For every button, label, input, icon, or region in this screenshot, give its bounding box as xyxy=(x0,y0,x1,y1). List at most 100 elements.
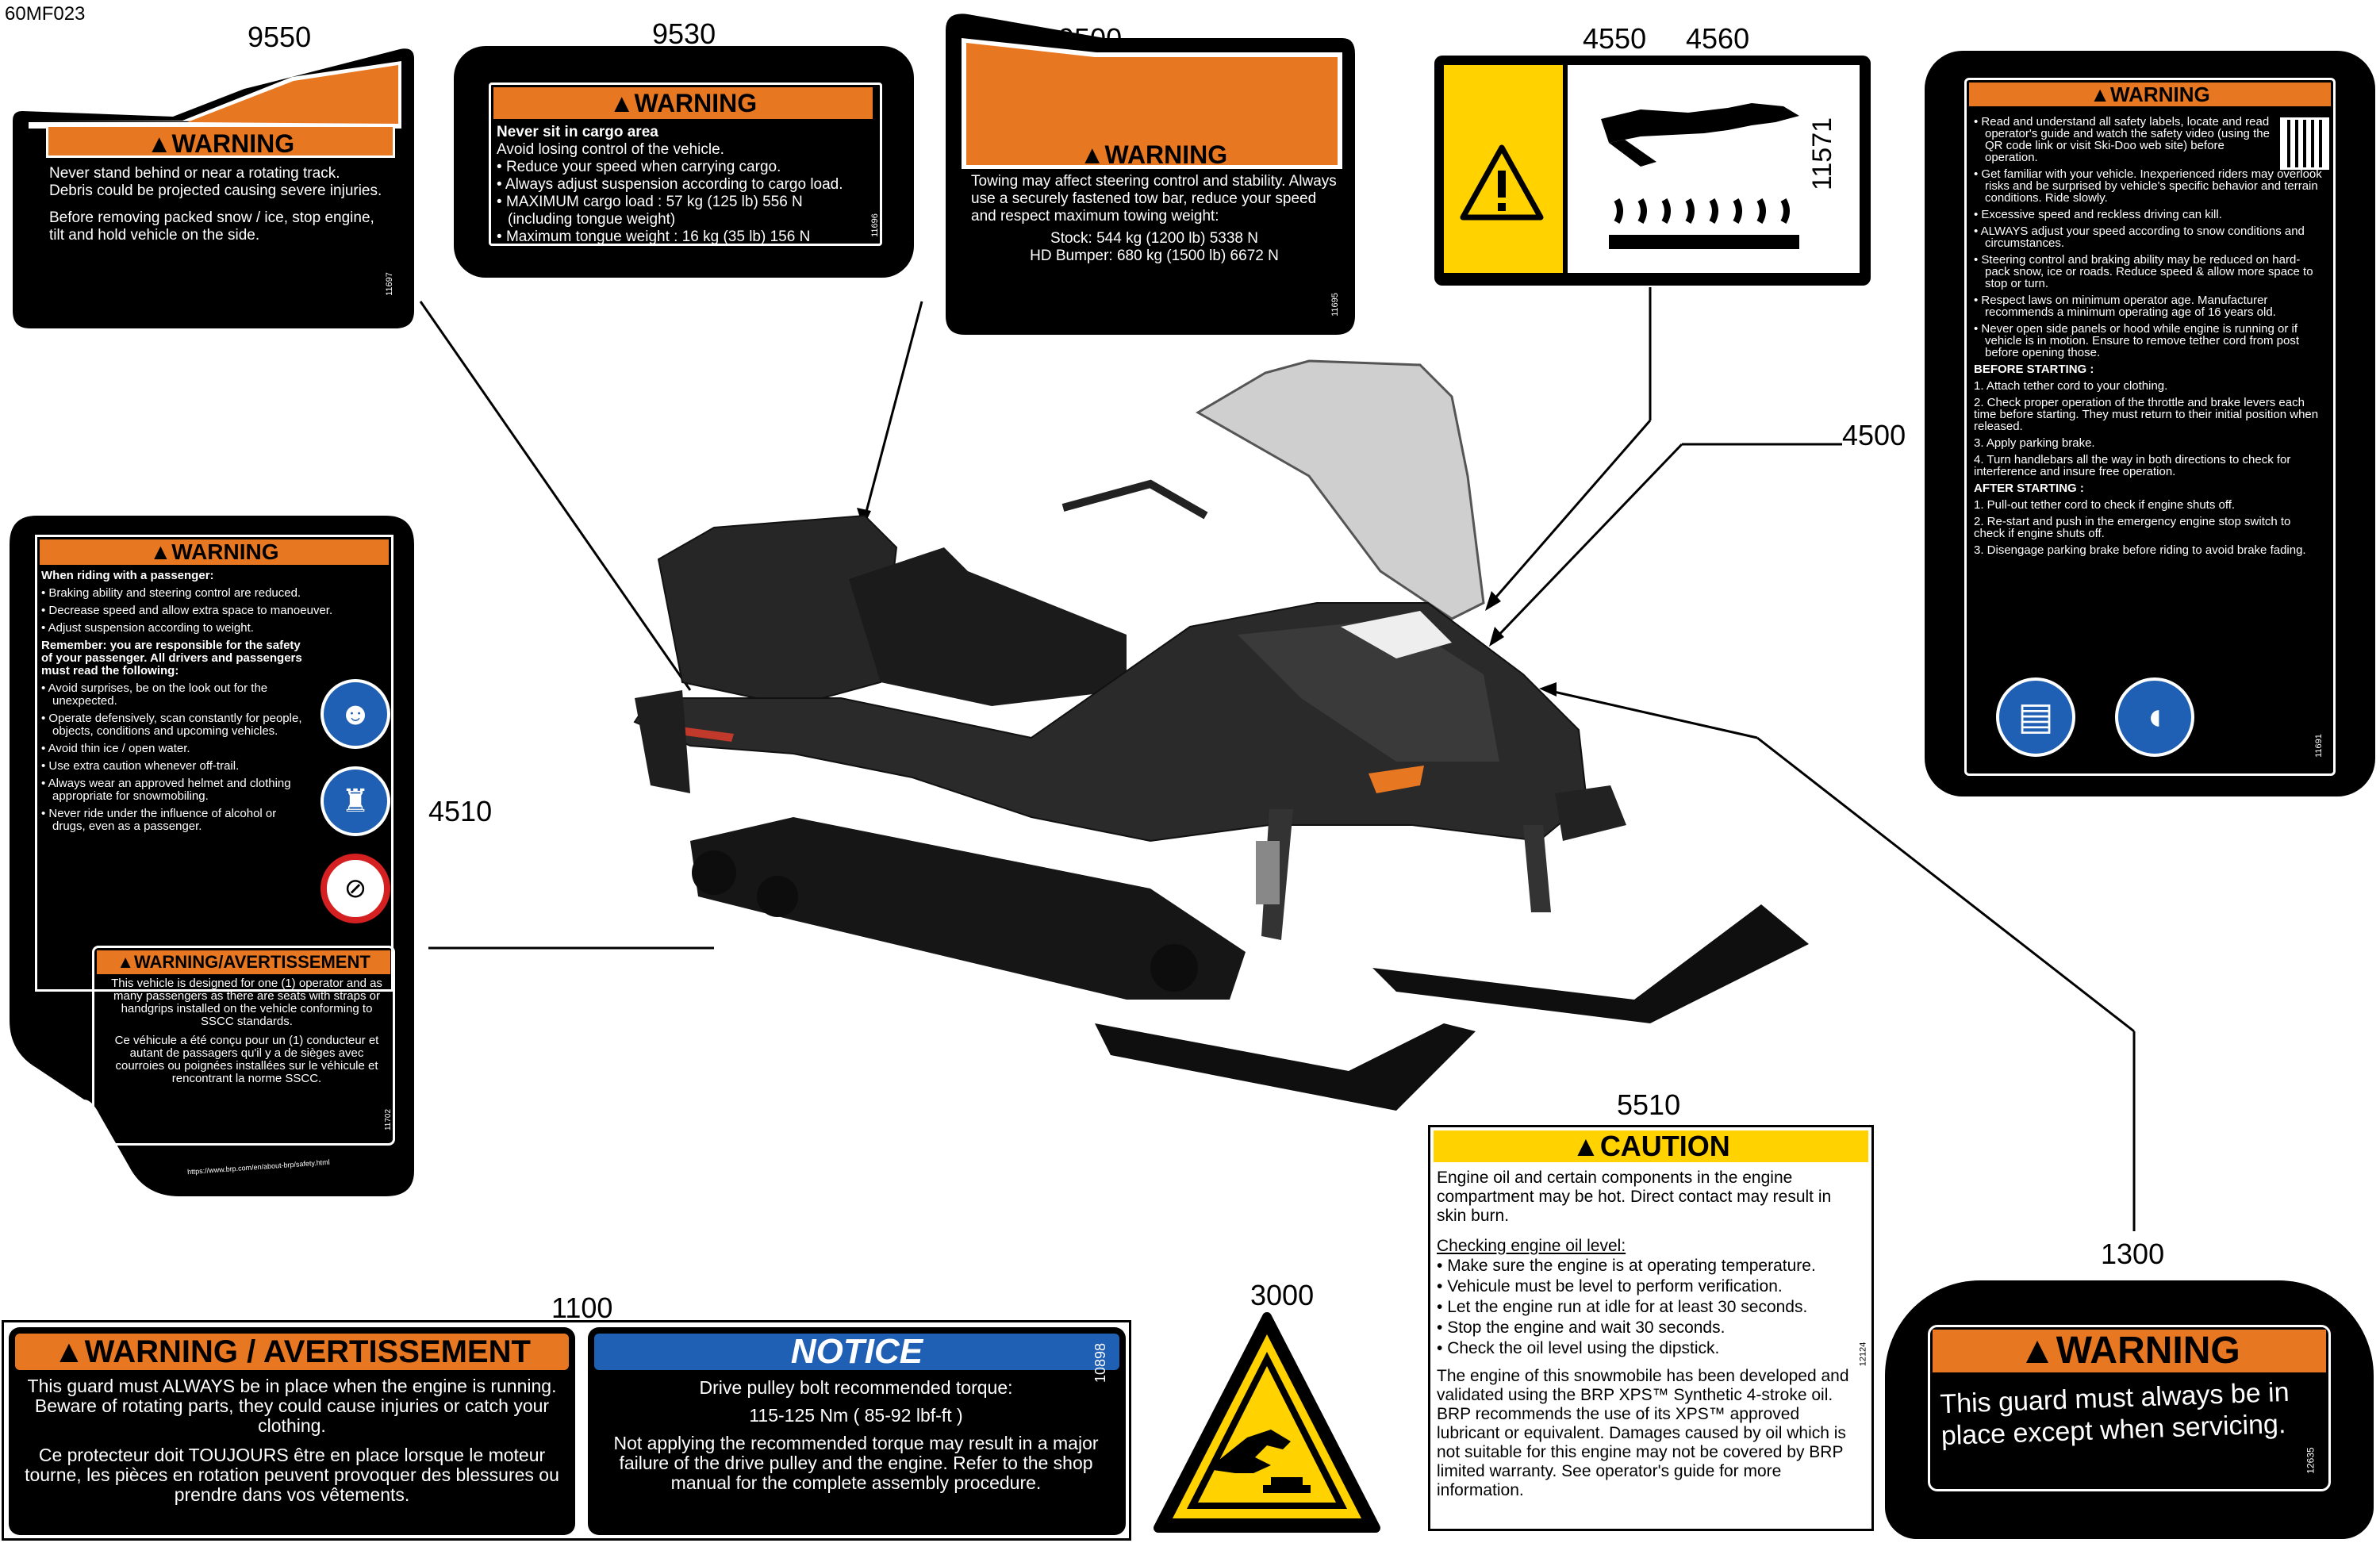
label-9500-item: HD Bumper: 680 kg (1500 lb) 6672 N xyxy=(1030,248,1279,264)
label-9530-item: Maximum tongue weight : 16 kg (35 lb) 15… xyxy=(497,228,869,246)
callout-1300: 1300 xyxy=(2101,1238,2165,1270)
label-4510-code: 11702 xyxy=(384,1108,393,1131)
callout-1100: 1100 xyxy=(551,1292,613,1324)
label-4510-item: Use extra caution whenever off-trail. xyxy=(41,760,311,773)
label-9530-item: Always adjust suspension according to ca… xyxy=(497,176,869,194)
hearing-protection-icon: ◖ xyxy=(2115,677,2194,757)
warning-triangle-icon: ▲ xyxy=(53,1334,85,1369)
label-1100-notice-title: NOTICE xyxy=(594,1334,1119,1370)
label-9530-title: ▲WARNING xyxy=(493,87,873,119)
wear-helmet-icon: ☻ xyxy=(321,679,390,749)
snowmobile-illustration xyxy=(633,359,1809,1111)
warning-triangle-icon xyxy=(1460,144,1544,221)
label-1100-warn-fr: Ce protecteur doit TOUJOURS être en plac… xyxy=(25,1445,559,1505)
label-5510-item: Check the oil level using the dipstick. xyxy=(1437,1338,1849,1359)
callout-9530: 9530 xyxy=(652,17,716,50)
label-4500-item: Excessive speed and reckless driving can… xyxy=(1974,209,2323,221)
label-4500-before-item: 4. Turn handlebars all the way in both d… xyxy=(1974,453,2291,478)
label-4510-title2: ▲WARNING/AVERTISSEMENT xyxy=(97,950,390,974)
label-4500-before-item: 3. Apply parking brake. xyxy=(1974,436,2095,450)
label-5510-code: 12124 xyxy=(1858,1341,1868,1367)
label-4500-item: Never open side panels or hood while eng… xyxy=(1974,323,2323,359)
warning-triangle-icon: ▲ xyxy=(146,129,172,158)
label-1100: ▲WARNING / AVERTISSEMENT This guard must… xyxy=(2,1320,1131,1541)
warning-triangle-icon: ▲ xyxy=(149,539,172,564)
label-1300: ▲WARNING This guard must always be in pl… xyxy=(1885,1280,2374,1539)
hot-surface-hand-icon xyxy=(1601,103,1799,249)
label-1100-code: 10898 xyxy=(1092,1342,1108,1383)
label-5510-item: Make sure the engine is at operating tem… xyxy=(1437,1256,1849,1276)
label-4500: ▲WARNING Read and understand all safety … xyxy=(1925,51,2375,796)
label-9530-item: Reduce your speed when carrying cargo. xyxy=(497,159,869,176)
label-4500-after-item: 1. Pull-out tether cord to check if engi… xyxy=(1974,498,2236,512)
callout-3000: 3000 xyxy=(1250,1279,1315,1311)
no-alcohol-icon: ⊘ xyxy=(321,854,390,923)
warning-triangle-icon: ▲ xyxy=(608,89,635,117)
label-9530-code: 11696 xyxy=(869,213,880,237)
label-4510-item: Avoid thin ice / open water. xyxy=(41,743,311,755)
warning-triangle-icon: ▲ xyxy=(2090,83,2111,106)
label-1100-notice2: 115-125 Nm ( 85-92 lbf-ft ) xyxy=(749,1405,963,1426)
label-9500-text: Towing may affect steering control and s… xyxy=(971,173,1337,225)
label-1300-code: 12635 xyxy=(2305,1447,2317,1474)
label-4500-after-title: AFTER STARTING : xyxy=(1974,482,2084,495)
label-9550-code: 11697 xyxy=(384,272,394,296)
label-4510-en: This vehicle is designed for one (1) ope… xyxy=(111,977,382,1028)
label-4500-after-item: 2. Re-start and push in the emergency en… xyxy=(1974,515,2291,540)
warning-triangle-icon: ▲ xyxy=(1572,1130,1600,1162)
callout-4500: 4500 xyxy=(1842,419,1906,451)
label-1100-warn-title: ▲WARNING / AVERTISSEMENT xyxy=(15,1334,569,1370)
label-4510-item: Always wear an approved helmet and cloth… xyxy=(41,777,311,803)
label-5510-sub: Checking engine oil level: xyxy=(1437,1237,1626,1255)
label-5510-p2: The engine of this snowmobile has been d… xyxy=(1437,1367,1849,1499)
label-4510-item: Braking ability and steering control are… xyxy=(41,587,311,600)
label-9530-item: MAXIMUM cargo load : 57 kg (125 lb) 556 … xyxy=(497,194,869,228)
label-5510-title: ▲CAUTION xyxy=(1434,1130,1868,1162)
label-4510-item: Avoid surprises, be on the look out for … xyxy=(41,682,311,708)
read-manual-icon: ▤ xyxy=(1996,677,2075,757)
label-4500-item: Respect laws on minimum operator age. Ma… xyxy=(1974,294,2323,318)
label-9530-line1: Avoid losing control of the vehicle. xyxy=(497,141,724,158)
label-4500-title: ▲WARNING xyxy=(1969,83,2331,106)
label-4510: ▲WARNING When riding with a passenger: B… xyxy=(5,512,419,1201)
label-4510-title: ▲WARNING xyxy=(40,539,389,565)
label-9550-text1: Never stand behind or near a rotating tr… xyxy=(49,165,382,199)
label-4550-code: 11571 xyxy=(1807,117,1837,190)
label-4510-item: Operate defensively, scan constantly for… xyxy=(41,712,311,738)
label-4500-before-title: BEFORE STARTING : xyxy=(1974,363,2094,376)
label-4500-item: Steering control and braking ability may… xyxy=(1974,254,2323,290)
warning-triangle-icon: ▲ xyxy=(117,952,134,972)
label-1100-notice3: Not applying the recommended torque may … xyxy=(613,1433,1099,1493)
label-5510-item: Vehicule must be level to perform verifi… xyxy=(1437,1276,1849,1297)
label-9550: ▲WARNING Never stand behind or near a ro… xyxy=(6,41,420,336)
label-4510-intro: When riding with a passenger: xyxy=(41,569,214,582)
callout-4560: 4560 xyxy=(1686,22,1750,55)
label-5510-p1: Engine oil and certain components in the… xyxy=(1437,1169,1832,1225)
label-5510-item: Stop the engine and wait 30 seconds. xyxy=(1437,1318,1849,1338)
label-9550-text2: Before removing packed snow / ice, stop … xyxy=(49,209,374,244)
label-4550: 11571 xyxy=(1434,56,1871,286)
label-9530-bold: Never sit in cargo area xyxy=(497,124,658,140)
label-9500-code: 11695 xyxy=(1330,293,1340,317)
figure-code: 60MF023 xyxy=(5,3,86,25)
label-9550-title: ▲WARNING xyxy=(46,125,395,158)
label-4510-remember: Remember: you are responsible for the sa… xyxy=(41,639,302,677)
callout-4550: 4550 xyxy=(1583,22,1647,55)
label-4510-item: Never ride under the influence of alcoho… xyxy=(41,808,311,833)
label-1300-text: This guard must always be in place excep… xyxy=(1939,1376,2290,1452)
label-1100-warn-en: This guard must ALWAYS be in place when … xyxy=(27,1376,557,1436)
label-5510-item: Let the engine run at idle for at least … xyxy=(1437,1297,1849,1318)
label-4500-item: ALWAYS adjust your speed according to sn… xyxy=(1974,225,2323,249)
label-1100-warning-panel: ▲WARNING / AVERTISSEMENT This guard must… xyxy=(9,1327,575,1535)
label-4500-before-item: 2. Check proper operation of the throttl… xyxy=(1974,396,2319,433)
label-4510-fr: Ce véhicule a été conçu pour un (1) cond… xyxy=(114,1034,379,1085)
label-4500-item: Read and understand all safety labels, l… xyxy=(1974,116,2323,163)
label-4500-before-item: 1. Attach tether cord to your clothing. xyxy=(1974,379,2168,393)
protective-clothing-icon: ♜ xyxy=(321,766,390,836)
callout-4510: 4510 xyxy=(428,795,493,827)
label-4500-after-item: 3. Disengage parking brake before riding… xyxy=(1974,543,2306,557)
label-9500-item: Stock: 544 kg (1200 lb) 5338 N xyxy=(1050,230,1258,247)
label-5510: ▲CAUTION Engine oil and certain componen… xyxy=(1428,1125,1874,1531)
label-1100-notice-panel: NOTICE Drive pulley bolt recommended tor… xyxy=(588,1327,1126,1535)
